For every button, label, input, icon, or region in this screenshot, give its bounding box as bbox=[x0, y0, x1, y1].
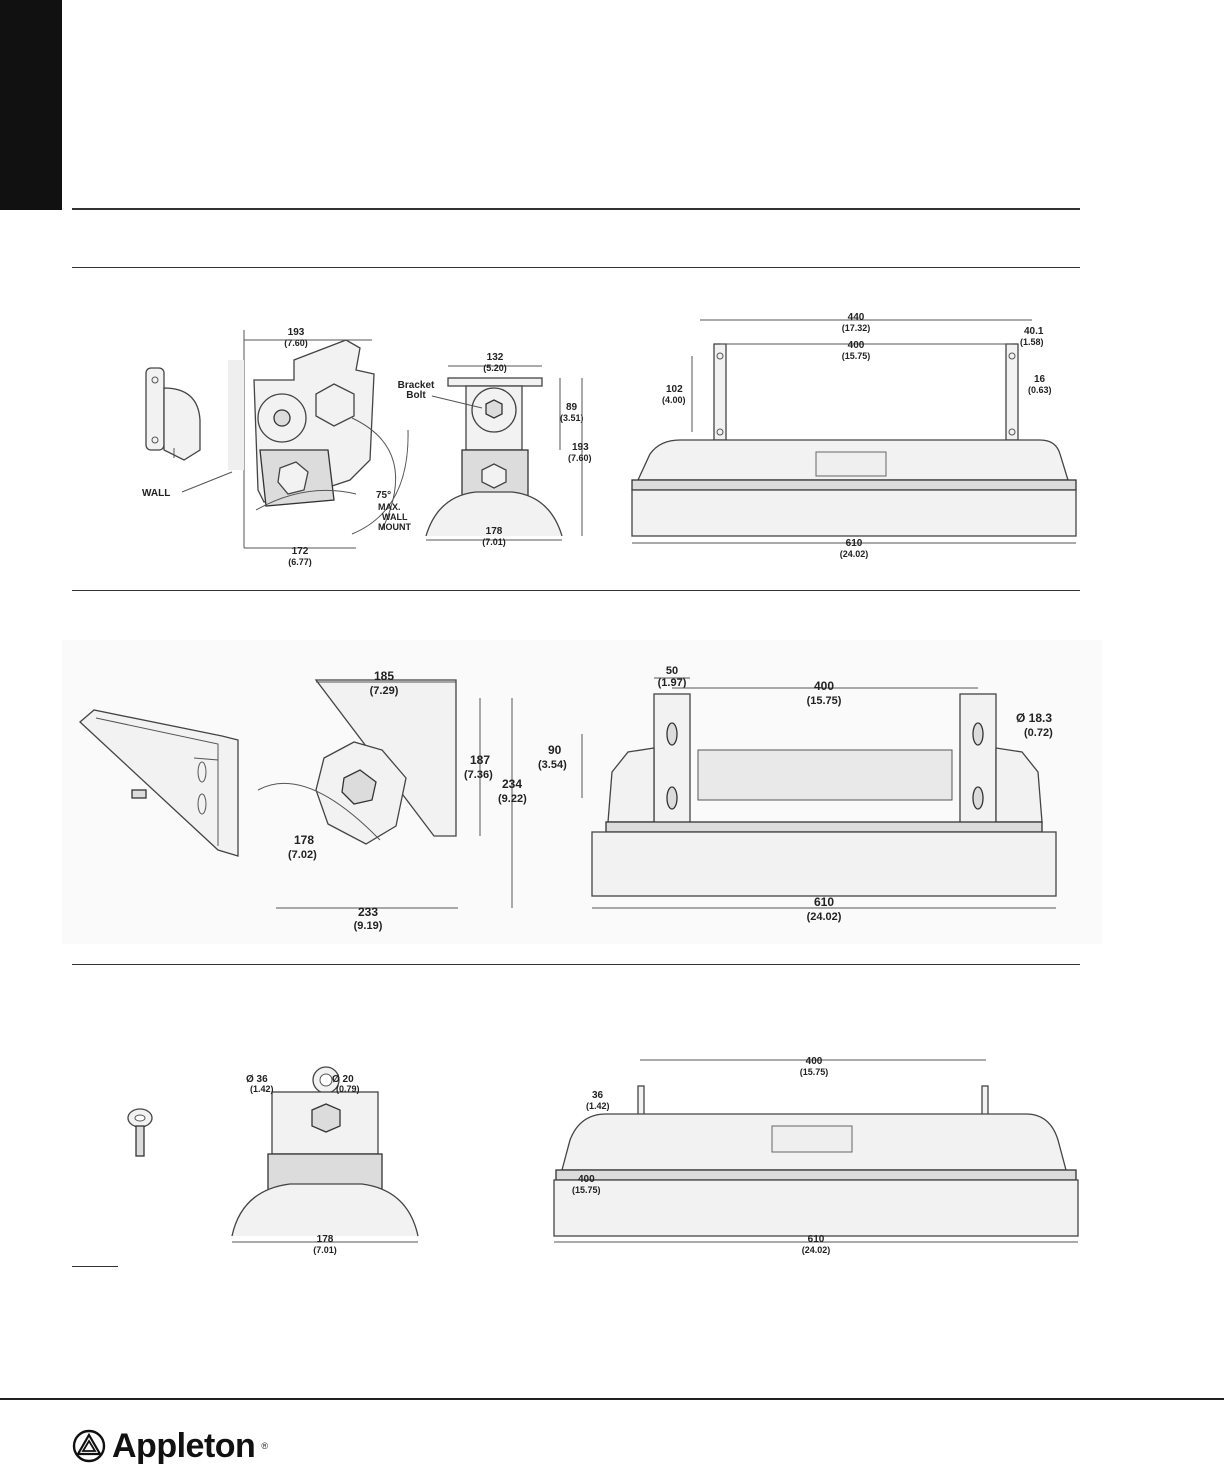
dim-400-label: 400 bbox=[806, 1056, 823, 1067]
dim-234-inch: (9.22) bbox=[498, 793, 527, 805]
dim-50-label: 50 bbox=[666, 665, 678, 677]
bracket-mount-section: 185 (7.29) 187 (7.36) 234 (9.22) 178 (7.… bbox=[62, 640, 1102, 944]
bracket-bolt-label-1: Bracket bbox=[398, 380, 435, 391]
dim-610-inch: (24.02) bbox=[802, 1245, 831, 1255]
dim-172-label: 172 bbox=[292, 546, 309, 557]
dim-440-label: 440 bbox=[848, 312, 865, 323]
dim-400-inch: (15.75) bbox=[800, 1067, 829, 1077]
dim-89-label: 89 bbox=[566, 402, 578, 413]
angle-75-label: 75° bbox=[376, 490, 391, 501]
dim-400b-inch: (15.75) bbox=[572, 1185, 601, 1195]
wall-mount-section: WALL 193 (7.60) 75° MAX. WALL MOUNT 172 … bbox=[120, 300, 1080, 580]
dim-178-label: 178 bbox=[294, 833, 314, 847]
dim-234-label: 234 bbox=[502, 777, 522, 791]
dim-193-inch: (7.60) bbox=[284, 338, 308, 348]
dim-16-inch: (0.63) bbox=[1028, 385, 1052, 395]
dim-193-right-label: 193 bbox=[572, 442, 589, 453]
angle-note-wall: WALL bbox=[382, 512, 408, 522]
dim-178-inch: (7.01) bbox=[313, 1245, 337, 1255]
dia-36-inch: (1.42) bbox=[250, 1084, 274, 1094]
brand-name: Appleton bbox=[112, 1426, 256, 1465]
dim-610-inch: (24.02) bbox=[840, 549, 869, 559]
footer-rule bbox=[0, 1398, 1224, 1400]
side-view-bracket-drawing bbox=[591, 693, 1057, 897]
angle-note-mount: MOUNT bbox=[378, 522, 411, 532]
dim-dia-label: Ø 18.3 bbox=[1016, 711, 1052, 725]
dim-178-label: 178 bbox=[317, 1234, 334, 1245]
dim-400-label: 400 bbox=[814, 679, 834, 693]
dim-132-inch: (5.20) bbox=[483, 363, 507, 373]
section-divider-1 bbox=[72, 267, 1080, 268]
dim-89-inch: (3.51) bbox=[560, 413, 584, 423]
dim-440-inch: (17.32) bbox=[842, 323, 871, 333]
dim-178-inch: (7.02) bbox=[288, 849, 317, 861]
bracket-side-drawing bbox=[257, 679, 457, 845]
dim-610-label: 610 bbox=[808, 1234, 825, 1245]
wall-bracket-drawing bbox=[145, 367, 201, 461]
dia-20-label: Ø 20 bbox=[332, 1074, 354, 1085]
note-underline bbox=[72, 1266, 118, 1267]
dim-90-label: 90 bbox=[548, 743, 562, 757]
dim-36-inch: (1.42) bbox=[586, 1101, 610, 1111]
dim-400-inch: (15.75) bbox=[807, 695, 842, 707]
section-tab-marker bbox=[0, 0, 62, 210]
eyebolt-drawing bbox=[127, 1108, 153, 1157]
dim-400b-label: 400 bbox=[578, 1174, 595, 1185]
dim-102-label: 102 bbox=[666, 384, 683, 395]
dim-40-label: 40.1 bbox=[1024, 326, 1044, 337]
header-rule bbox=[72, 208, 1080, 210]
dim-185-inch: (7.29) bbox=[370, 685, 399, 697]
dim-187-inch: (7.36) bbox=[464, 769, 493, 781]
dim-610-inch: (24.02) bbox=[807, 911, 842, 923]
dim-178-label: 178 bbox=[486, 526, 503, 537]
triangular-bracket-drawing bbox=[79, 709, 239, 857]
dim-36-label: 36 bbox=[592, 1090, 604, 1101]
angle-note-max: MAX. bbox=[378, 502, 401, 512]
front-view-drawing bbox=[425, 377, 563, 537]
wall-mount-side-drawing bbox=[228, 330, 375, 548]
wall-label: WALL bbox=[142, 488, 170, 499]
registered-mark: ® bbox=[261, 1441, 268, 1451]
dim-102-inch: (4.00) bbox=[662, 395, 686, 405]
bracket-bolt-label-2: Bolt bbox=[406, 390, 426, 401]
dia-20-inch: (0.79) bbox=[336, 1084, 360, 1094]
dim-50-inch: (1.97) bbox=[658, 677, 687, 689]
dim-233-label: 233 bbox=[358, 905, 378, 919]
appleton-mark-icon bbox=[72, 1429, 106, 1463]
dim-172-inch: (6.77) bbox=[288, 557, 312, 567]
eyebolt-side-drawing bbox=[553, 1085, 1079, 1237]
dim-185-label: 185 bbox=[374, 669, 394, 683]
dia-36-label: Ø 36 bbox=[246, 1074, 268, 1085]
appleton-logo: Appleton ® bbox=[72, 1426, 268, 1466]
dim-dia-inch: (0.72) bbox=[1024, 727, 1053, 739]
dim-187-label: 187 bbox=[470, 753, 490, 767]
side-view-drawing bbox=[631, 343, 1077, 537]
section-divider-2 bbox=[72, 590, 1080, 591]
dim-16-label: 16 bbox=[1034, 374, 1046, 385]
dim-610-label: 610 bbox=[846, 538, 863, 549]
dim-400-inch: (15.75) bbox=[842, 351, 871, 361]
dim-40-inch: (1.58) bbox=[1020, 337, 1044, 347]
dim-193-label: 193 bbox=[288, 327, 305, 338]
dim-610-label: 610 bbox=[814, 895, 834, 909]
dim-132-label: 132 bbox=[487, 352, 504, 363]
section-divider-3 bbox=[72, 964, 1080, 965]
dim-90-inch: (3.54) bbox=[538, 759, 567, 771]
dim-178-inch: (7.01) bbox=[482, 537, 506, 547]
dim-400-label: 400 bbox=[848, 340, 865, 351]
eyebolt-mount-section: Ø 36 (1.42) Ø 20 (0.79) 178 (7.01) 400 (… bbox=[100, 1030, 1090, 1260]
dim-233-inch: (9.19) bbox=[354, 920, 383, 932]
dim-193-right-inch: (7.60) bbox=[568, 453, 592, 463]
eyebolt-front-drawing bbox=[231, 1066, 419, 1237]
